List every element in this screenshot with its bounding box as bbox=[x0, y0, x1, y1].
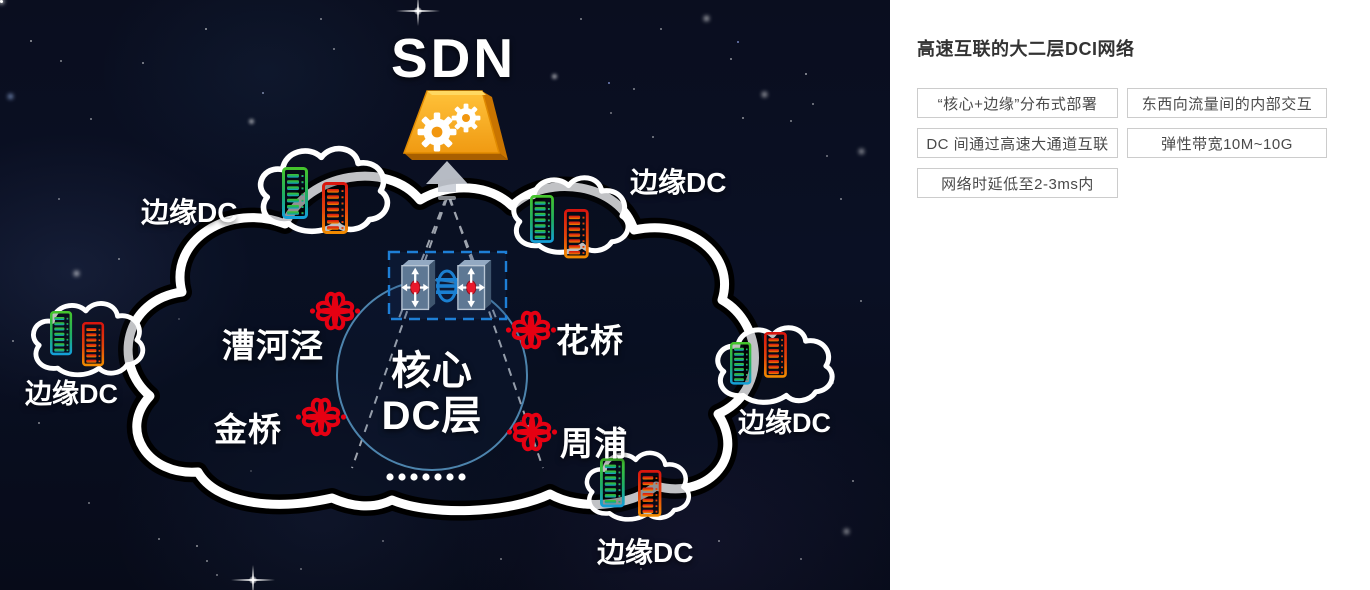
link-aggregation-icon bbox=[436, 269, 458, 303]
server-rack-icon bbox=[530, 195, 554, 243]
up-arrow-icon bbox=[426, 161, 468, 200]
edge-dc-label: 边缘DC bbox=[738, 408, 831, 438]
server-rack-icon bbox=[50, 310, 73, 356]
switch-icon bbox=[400, 258, 437, 311]
core-cloud-fill bbox=[128, 176, 755, 511]
starfield-bright bbox=[0, 0, 3, 3]
ellipsis-dots bbox=[386, 473, 466, 481]
server-rack-icon bbox=[82, 321, 105, 367]
server-rack-icon bbox=[563, 209, 589, 259]
server-rack-icon bbox=[637, 470, 662, 517]
edge-dc-label: 边缘DC bbox=[630, 167, 727, 198]
core-node-label-huaqiao: 花桥 bbox=[556, 322, 624, 359]
feature-box: 弹性带宽10M~10G bbox=[1127, 128, 1327, 158]
edge-dc-cloud-left bbox=[33, 303, 142, 374]
edge-dc-label: 边缘DC bbox=[597, 537, 694, 568]
gear-icon bbox=[417, 112, 457, 152]
panel-title: 高速互联的大二层DCI网络 bbox=[917, 39, 1135, 59]
core-node-label-jinqiao: 金桥 bbox=[214, 411, 282, 448]
core-node-label-caohejing: 漕河泾 bbox=[222, 327, 324, 364]
edge-dc-cloud-topleft bbox=[261, 149, 388, 233]
diagram-canvas bbox=[0, 90, 890, 590]
edge-dc-label: 边缘DC bbox=[141, 197, 238, 228]
server-rack-icon bbox=[599, 457, 625, 508]
switch-icon bbox=[456, 258, 493, 311]
sdn-title: SDN bbox=[391, 27, 517, 89]
server-rack-icon bbox=[764, 332, 787, 378]
server-rack-icon bbox=[729, 342, 752, 385]
dci-network-diagram: SDN 核心 DC层 漕河泾 花桥 金桥 周浦 边缘DC 边缘DC 边缘DC 边… bbox=[0, 0, 890, 590]
feature-box: 网络时延低至2-3ms内 bbox=[917, 168, 1118, 198]
feature-box: 东西向流量间的内部交互 bbox=[1127, 88, 1327, 118]
feature-box: DC 间通过高速大通道互联 bbox=[917, 128, 1118, 158]
gear-icon bbox=[451, 103, 481, 133]
sdn-controller bbox=[402, 90, 508, 160]
core-dc-label-line2: DC层 bbox=[381, 394, 483, 438]
feature-list: “核心+边缘”分布式部署 东西向流量间的内部交互 DC 间通过高速大通道互联 弹… bbox=[917, 88, 1370, 198]
server-rack-icon bbox=[322, 182, 348, 234]
core-node-label-zhoupu: 周浦 bbox=[560, 425, 628, 462]
core-dc-label-line1: 核心 bbox=[391, 349, 473, 393]
description-panel: 高速互联的大二层DCI网络 “核心+边缘”分布式部署 东西向流量间的内部交互 D… bbox=[890, 0, 1370, 590]
edge-dc-label: 边缘DC bbox=[25, 379, 118, 409]
server-rack-icon bbox=[282, 167, 308, 219]
feature-box: “核心+边缘”分布式部署 bbox=[917, 88, 1118, 118]
